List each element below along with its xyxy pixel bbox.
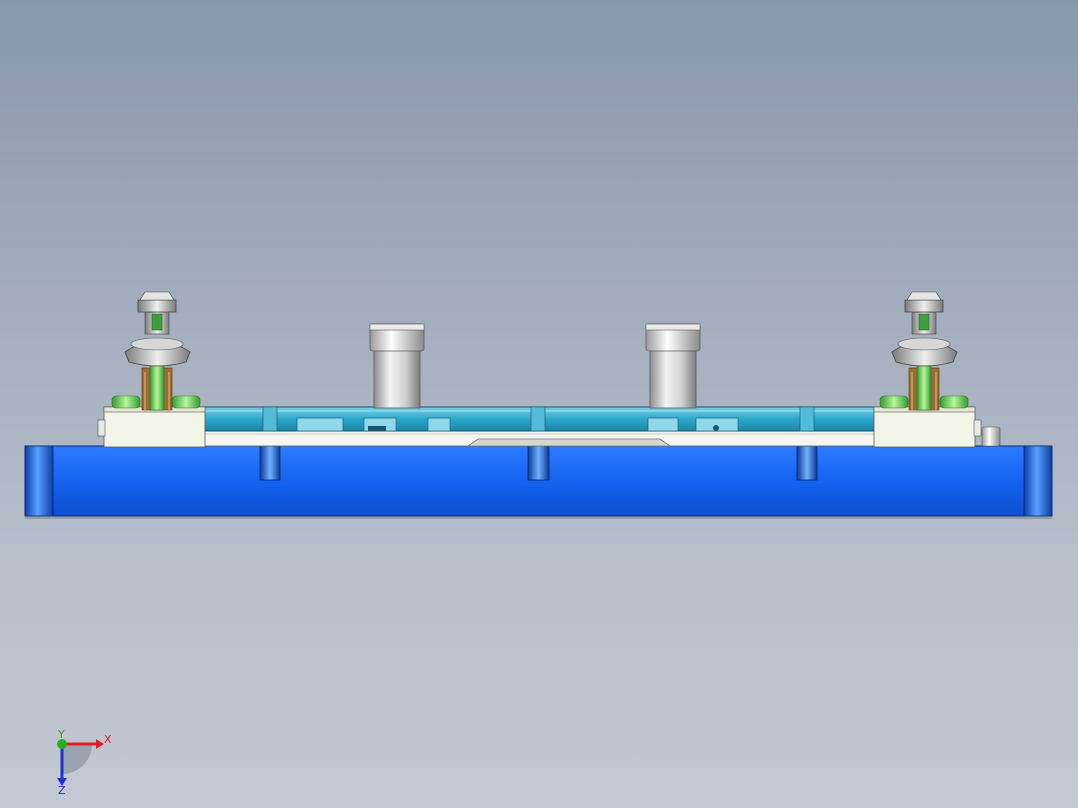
end-block-right[interactable] [873, 395, 1001, 448]
side-tab-left [97, 419, 106, 437]
base-plate-left-end [24, 445, 54, 517]
strip-channel [466, 438, 672, 447]
guide-post-right[interactable] [645, 323, 701, 409]
insert-4 [647, 417, 679, 432]
spring-pad-left-a [111, 395, 141, 409]
guide-post-left[interactable] [369, 323, 425, 409]
nut-right [904, 299, 944, 313]
dowel-right [981, 426, 1001, 447]
insert-1 [296, 417, 344, 432]
lifter-assembly-left[interactable] [124, 291, 191, 411]
y-axis-dot [57, 739, 67, 749]
model-shadow [25, 516, 1052, 519]
insert-5 [695, 417, 739, 432]
spring-pad-left-b [171, 395, 201, 409]
z-axis-label: Z [58, 784, 66, 796]
base-slot-3 [796, 445, 818, 481]
plate-slot-1 [262, 406, 278, 432]
side-tab-right [973, 419, 982, 437]
spring-pad-right-a [879, 395, 909, 409]
triad-shadow [62, 744, 92, 774]
x-axis-arrow [96, 739, 104, 749]
small-notch [368, 426, 386, 431]
plate-slot-2 [530, 406, 546, 432]
y-axis-label: Y [57, 728, 65, 741]
base-slot-2 [527, 445, 550, 481]
nut-left [137, 299, 177, 313]
spring-pad-right-b [939, 395, 969, 409]
base-slot-1 [259, 445, 281, 481]
z-axis-arrow [57, 778, 67, 786]
stripper-strip[interactable] [199, 429, 881, 447]
base-plate-right-end [1023, 445, 1053, 517]
lifter-assembly-right[interactable] [891, 291, 958, 411]
insert-hole [713, 425, 719, 431]
insert-3 [427, 417, 451, 432]
x-axis-label: X [104, 733, 112, 746]
orientation-triad[interactable]: X Y Z [40, 726, 120, 796]
plate-slot-3 [799, 406, 815, 432]
die-plate[interactable] [199, 406, 877, 432]
base-plate[interactable] [24, 445, 1053, 517]
